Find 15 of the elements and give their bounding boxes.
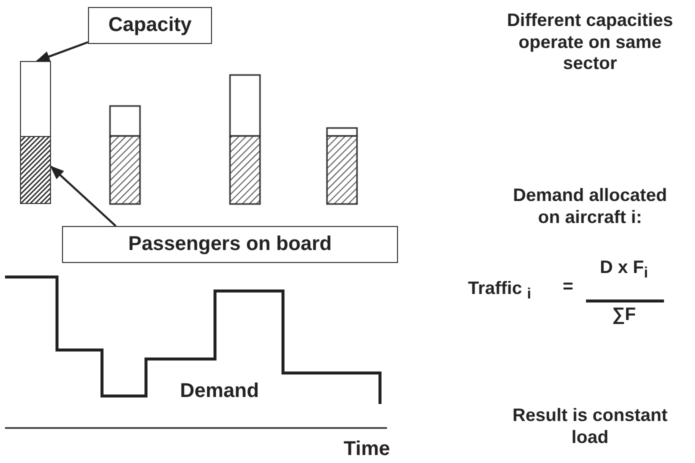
callout-box: Passengers on board bbox=[62, 226, 398, 263]
formula-term: Traffic $_{i}$ bbox=[468, 278, 532, 304]
equals-sign: = bbox=[562, 276, 574, 298]
demand-label: Demand bbox=[180, 379, 260, 403]
callout-box: Capacity bbox=[88, 7, 212, 44]
description-text: Different capacities operate on same sector bbox=[506, 10, 674, 75]
capacity-bar bbox=[20, 61, 51, 137]
axis-label: Time bbox=[342, 437, 390, 461]
leader-line bbox=[50, 166, 116, 227]
description-text: Demand allocated on aircraft i: bbox=[512, 185, 668, 228]
formula-denominator: ∑F bbox=[611, 304, 637, 326]
description-text: Result is constant load bbox=[511, 405, 669, 448]
leader-line bbox=[36, 41, 88, 62]
formula-numerator: D x F$_{i}$ bbox=[598, 257, 650, 283]
passenger-load-bar bbox=[20, 136, 51, 204]
